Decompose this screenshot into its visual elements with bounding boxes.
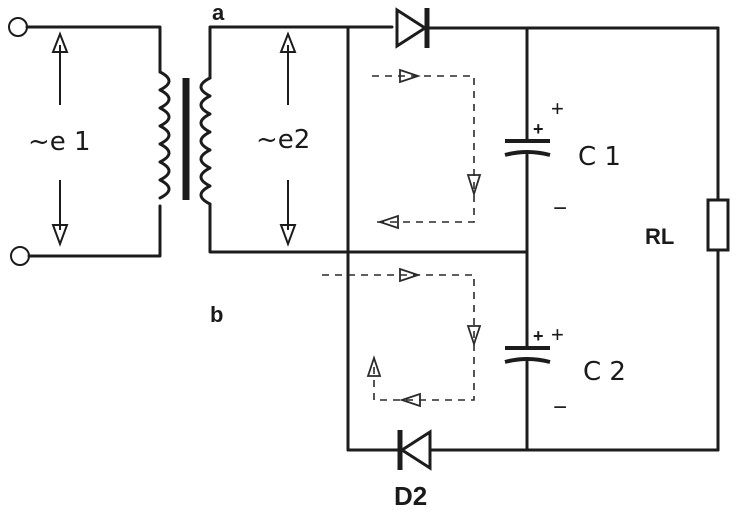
c2-minus-sign: − xyxy=(553,394,567,421)
secondary-coil xyxy=(199,76,212,206)
c1-label: C 1 xyxy=(578,142,621,172)
diode-d1-triangle xyxy=(395,7,428,49)
secondary-arrow-down-head xyxy=(279,224,297,247)
load-label: RL xyxy=(645,224,674,249)
secondary-wire-top xyxy=(208,25,394,80)
primary-coil xyxy=(158,70,171,200)
primary-wire-bottom xyxy=(27,204,162,258)
primary-emf-label: ~e 1 xyxy=(28,127,91,157)
c1-minus-sign: − xyxy=(553,195,567,222)
loop2-arrow-up xyxy=(366,355,382,377)
c2-plus-small: + xyxy=(533,326,544,346)
diode-d2-triangle xyxy=(399,429,432,471)
node-b-label: b xyxy=(210,302,223,327)
current-loop-2 xyxy=(322,274,475,401)
primary-terminal-bottom xyxy=(10,246,30,266)
c2-plus-sign: + xyxy=(551,322,564,347)
loop2-arrow-left xyxy=(399,392,421,408)
secondary-wire-bottom xyxy=(208,202,529,254)
secondary-arrow-up-head xyxy=(279,31,297,53)
c1-plus-small: + xyxy=(533,119,544,139)
c1-plus-sign: + xyxy=(551,96,564,121)
c2-plate-bottom xyxy=(504,357,551,364)
primary-arrow-up-head xyxy=(51,31,69,53)
load-resistor xyxy=(706,198,730,252)
loop2-arrow-right xyxy=(399,267,421,283)
current-loop-1 xyxy=(372,75,475,223)
secondary-emf-label: ~e2 xyxy=(256,125,310,155)
node-a-label: a xyxy=(212,0,225,25)
c1-plate-bottom xyxy=(504,150,551,157)
c2-label: C 2 xyxy=(583,357,626,387)
loop2-arrow-down xyxy=(466,325,482,347)
loop1-arrow-down xyxy=(466,174,482,197)
primary-terminal-top xyxy=(8,17,28,37)
primary-wire-top xyxy=(25,25,162,74)
primary-arrow-down-head xyxy=(51,224,69,247)
loop1-arrow-left xyxy=(377,214,399,230)
diode-d2-label: D2 xyxy=(394,481,427,511)
loop1-arrow-right xyxy=(399,68,421,84)
